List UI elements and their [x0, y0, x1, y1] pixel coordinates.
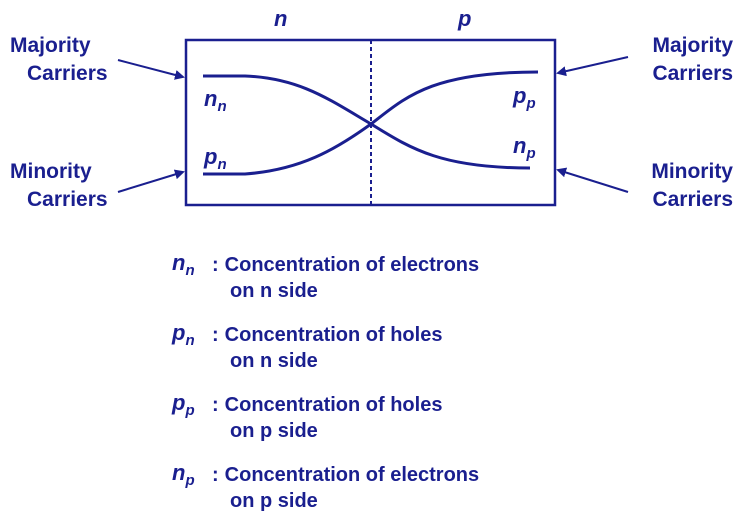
legend-description: :Concentration of holes on n side	[212, 324, 443, 372]
pp-curve-label: pp	[513, 83, 536, 112]
legend-description: :Concentration of holes on p side	[212, 394, 443, 442]
electron-concentration-curve	[203, 74, 531, 170]
p-region-label: p	[458, 6, 472, 31]
np-curve-label: np	[513, 133, 536, 162]
left-majority-line1: Majority	[10, 34, 91, 57]
right-minority-arrow	[556, 167, 629, 193]
legend-symbol: nn	[172, 250, 195, 279]
right-majority-line2: Carriers	[652, 62, 733, 85]
left-minority-line1: Minority	[10, 160, 92, 183]
legend-symbol: pp	[172, 390, 195, 419]
legend-symbol: np	[172, 460, 195, 489]
right-majority-arrow	[556, 56, 629, 77]
left-minority-arrow	[117, 169, 185, 193]
left-majority-carriers-label: Majority Carriers	[10, 32, 108, 88]
left-minority-line2: Carriers	[27, 188, 108, 211]
right-majority-carriers-label: Majority Carriers	[652, 32, 733, 88]
nn-curve-label: nn	[204, 86, 227, 115]
right-minority-carriers-label: Minority Carriers	[651, 158, 733, 214]
pn-curve-label: pn	[204, 144, 227, 173]
right-minority-line2: Carriers	[652, 188, 733, 211]
legend-symbol: pn	[172, 320, 195, 349]
legend-description: :Concentration of electrons on p side	[212, 464, 480, 512]
left-majority-arrow	[117, 59, 185, 80]
pn-junction-diagram	[117, 38, 629, 207]
right-minority-line1: Minority	[651, 160, 733, 183]
left-majority-line2: Carriers	[27, 62, 108, 85]
right-majority-line1: Majority	[652, 34, 733, 57]
legend-description: :Concentration of electrons on n side	[212, 254, 480, 302]
left-minority-carriers-label: Minority Carriers	[10, 158, 108, 214]
n-region-label: n	[274, 6, 288, 31]
hole-concentration-curve	[203, 70, 539, 176]
